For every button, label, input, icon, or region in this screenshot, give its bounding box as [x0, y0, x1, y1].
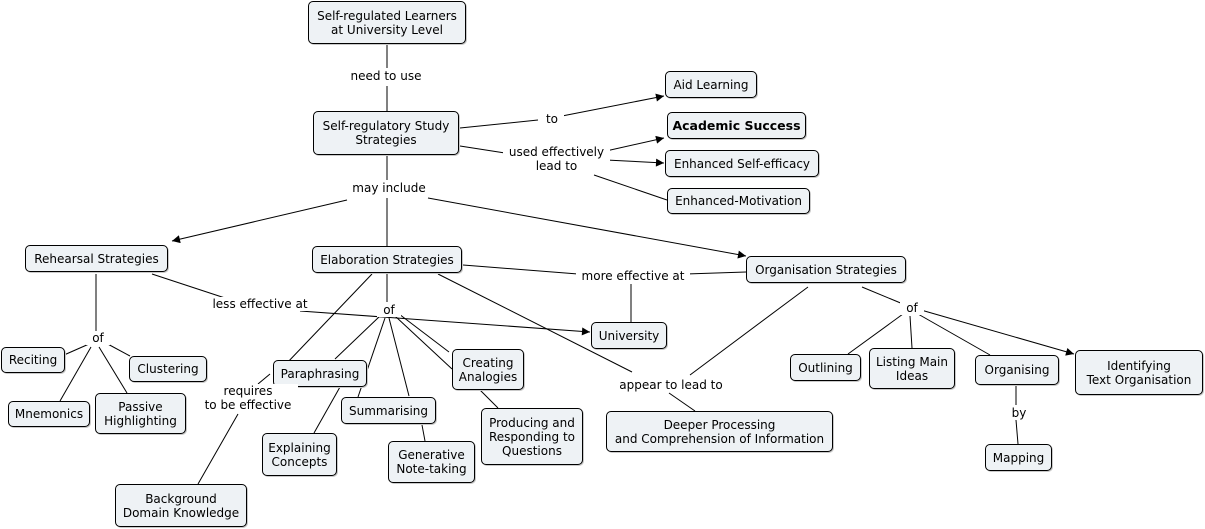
- node-reciting[interactable]: Reciting: [1, 347, 65, 373]
- node-enhanced-self-efficacy[interactable]: Enhanced Self-efficacy: [665, 150, 819, 177]
- link-need-to-use: need to use: [343, 69, 429, 83]
- connector: [285, 273, 373, 365]
- link-more-effective-at: more effective at: [576, 269, 690, 283]
- connector: [63, 343, 90, 356]
- connector: [479, 389, 499, 409]
- connector: [593, 174, 668, 201]
- connector: [459, 145, 506, 154]
- connector: [685, 271, 747, 275]
- node-summarising[interactable]: Summarising: [341, 397, 436, 424]
- node-organising[interactable]: Organising: [975, 355, 1059, 385]
- node-academic-success[interactable]: Academic Success: [667, 112, 806, 139]
- connector: [388, 317, 410, 397]
- node-creating-analogies[interactable]: Creating Analogies: [452, 349, 524, 390]
- node-generative-note-taking[interactable]: Generative Note-taking: [388, 441, 475, 483]
- connector: [689, 286, 809, 376]
- connector: [861, 286, 904, 305]
- link-to: to: [540, 112, 564, 126]
- node-explaining-concepts[interactable]: Explaining Concepts: [262, 433, 337, 476]
- link-requires-to-be-effective: requires to be effective: [198, 384, 298, 412]
- node-mnemonics[interactable]: Mnemonics: [8, 401, 90, 427]
- arrow-connector: [427, 197, 747, 259]
- node-background-domain-knowledge[interactable]: Background Domain Knowledge: [115, 484, 247, 527]
- node-identifying-text-organisation[interactable]: Identifying Text Organisation: [1075, 350, 1203, 395]
- arrow-connector: [920, 309, 1075, 356]
- arrow-connector: [561, 93, 665, 117]
- connector: [917, 313, 991, 356]
- link-of-rehearsal: of: [86, 331, 110, 345]
- node-self-regulated-learners[interactable]: Self-regulated Learners at University Le…: [308, 1, 466, 44]
- link-of-organisation: of: [900, 301, 924, 315]
- connector: [847, 313, 904, 355]
- connector: [909, 315, 913, 349]
- connector: [394, 315, 453, 370]
- node-elaboration-strategies[interactable]: Elaboration Strategies: [312, 246, 462, 273]
- link-by: by: [1007, 406, 1031, 420]
- node-passive-highlighting[interactable]: Passive Highlighting: [95, 393, 186, 434]
- link-of-elaboration: of: [377, 303, 401, 317]
- arrow-connector: [605, 158, 665, 167]
- node-mapping[interactable]: Mapping: [985, 444, 1052, 471]
- connector: [459, 119, 539, 129]
- connector: [421, 424, 426, 442]
- node-aid-learning[interactable]: Aid Learning: [665, 71, 757, 98]
- connector: [59, 346, 92, 402]
- connector: [437, 273, 633, 373]
- node-self-regulatory-strategies[interactable]: Self-regulatory Study Strategies: [313, 111, 459, 155]
- node-paraphrasing[interactable]: Paraphrasing: [273, 360, 367, 387]
- connector: [313, 386, 341, 434]
- connector: [334, 315, 381, 360]
- connector: [151, 273, 226, 299]
- arrow-connector: [299, 310, 591, 336]
- connector: [197, 413, 239, 485]
- link-used-effectively-lead-to: used effectively lead to: [503, 145, 610, 173]
- arrow-connector: [171, 199, 348, 244]
- connector: [257, 373, 271, 385]
- connector: [98, 346, 128, 394]
- node-listing-main-ideas[interactable]: Listing Main Ideas: [869, 348, 955, 389]
- node-enhanced-motivation[interactable]: Enhanced-Motivation: [667, 188, 810, 214]
- node-rehearsal-strategies[interactable]: Rehearsal Strategies: [25, 245, 168, 272]
- node-producing-questions[interactable]: Producing and Responding to Questions: [481, 408, 583, 465]
- node-organisation-strategies[interactable]: Organisation Strategies: [746, 256, 906, 283]
- arrow-connector: [605, 135, 665, 152]
- connector: [398, 313, 450, 353]
- connector: [668, 392, 696, 412]
- node-university[interactable]: University: [591, 322, 667, 349]
- link-appear-to-lead-to: appear to lead to: [612, 378, 730, 392]
- link-less-effective-at: less effective at: [205, 297, 315, 311]
- node-outlining[interactable]: Outlining: [790, 354, 861, 381]
- node-clustering[interactable]: Clustering: [129, 356, 207, 382]
- node-deeper-processing[interactable]: Deeper Processing and Comprehension of I…: [606, 411, 833, 452]
- connector: [462, 264, 579, 275]
- connector: [1015, 419, 1019, 445]
- link-may-include: may include: [345, 181, 433, 195]
